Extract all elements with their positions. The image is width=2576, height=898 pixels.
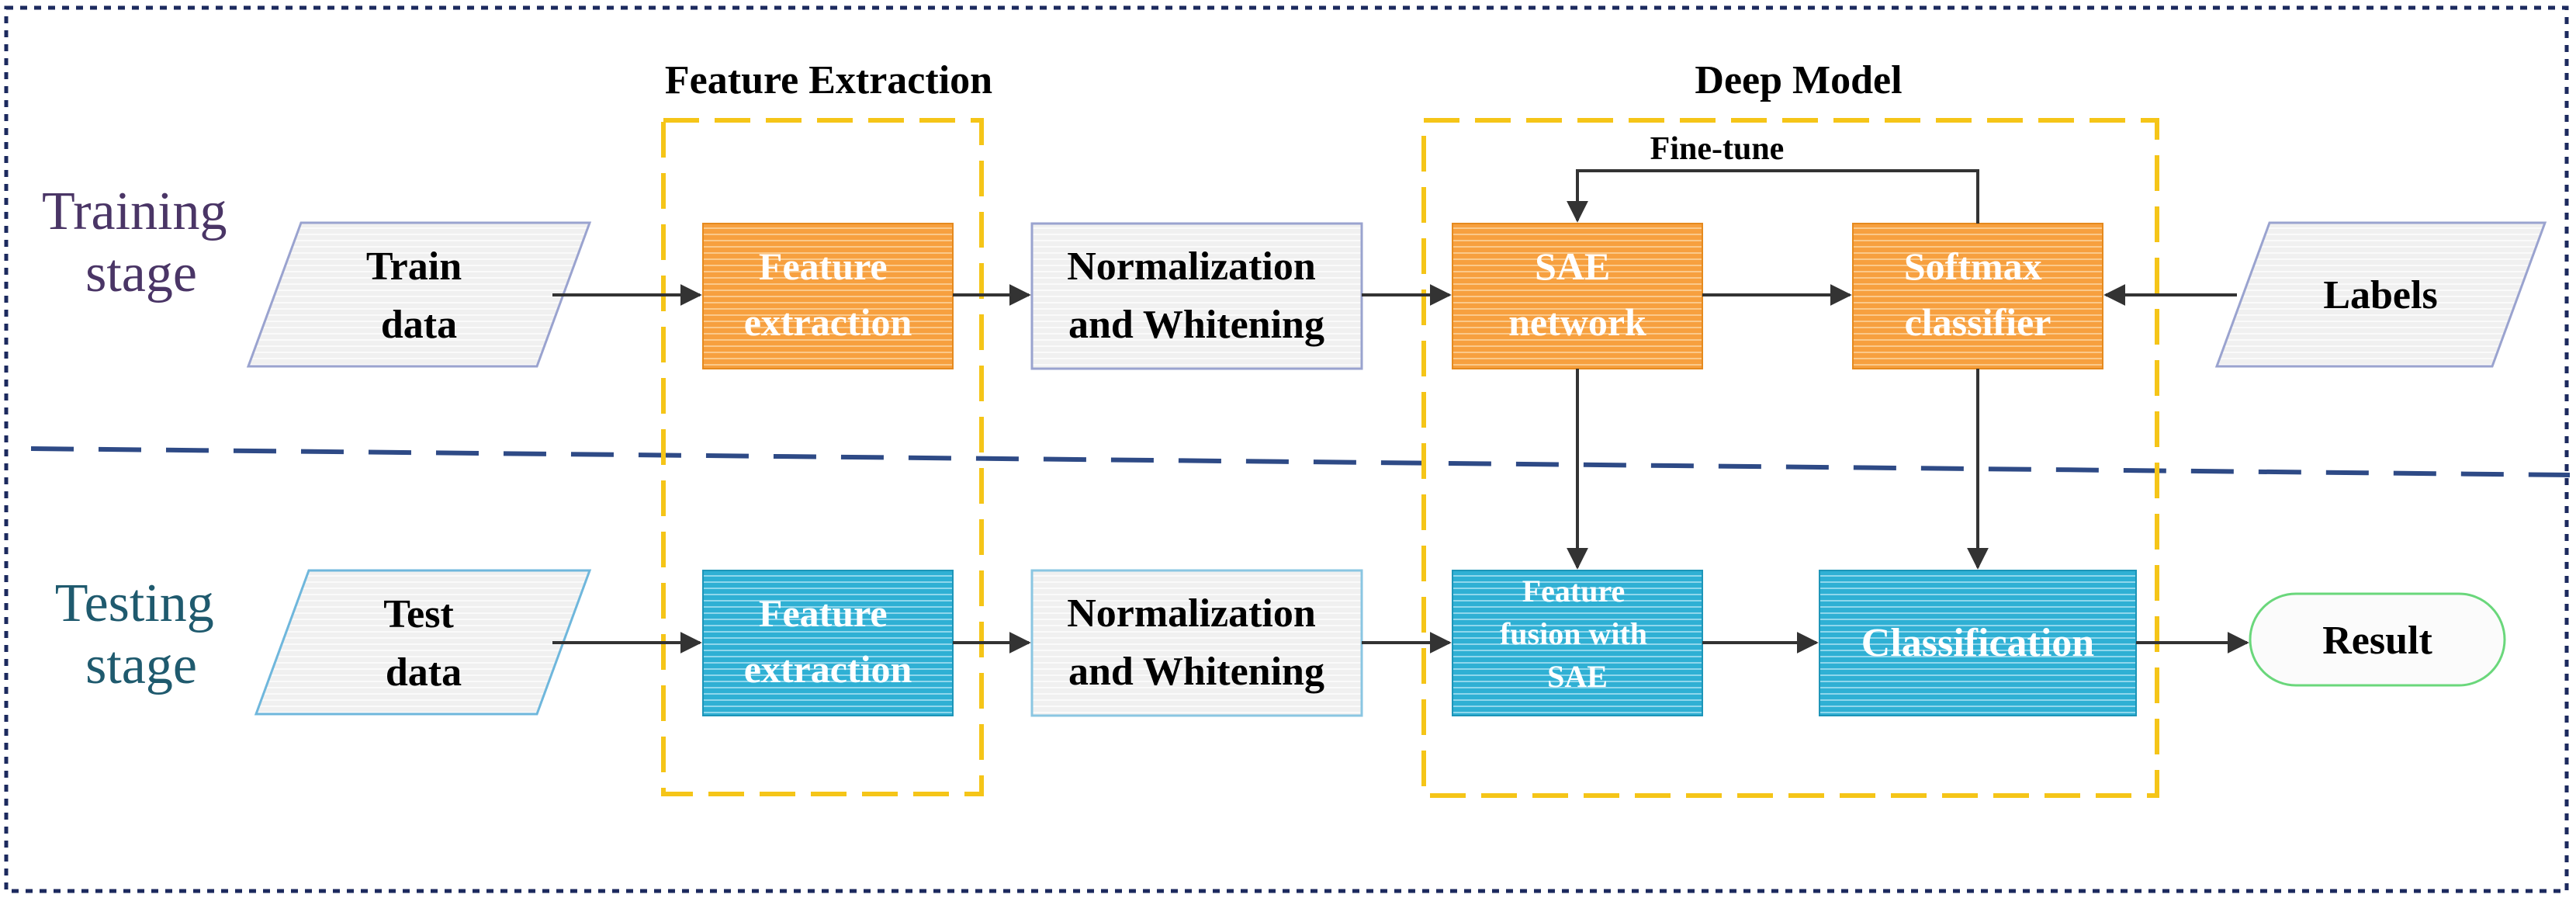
testing-stage-label: Testing stage (55, 574, 228, 695)
test-data-label: Test data (383, 592, 464, 695)
normalization-train-label: Normalization and Whitening (1067, 244, 1326, 347)
outer-frame (4, 5, 2569, 893)
feature-extraction-test-node (702, 570, 954, 716)
training-stage-label: Training stage (42, 182, 241, 303)
deep-model-title: Deep Model (1695, 58, 1902, 102)
labels-node (2214, 221, 2547, 368)
classification-label: Classification (1861, 621, 2095, 665)
softmax-classifier-node (1852, 223, 2103, 369)
feature-extraction-train-label: Feature extraction (744, 244, 912, 344)
stage-divider (30, 446, 2571, 477)
sae-network-label: SAE network (1508, 244, 1646, 344)
sae-network-node (1452, 223, 1703, 369)
arrow-fine-tune (1567, 169, 1979, 224)
normalization-test-label: Normalization and Whitening (1067, 591, 1326, 694)
feature-extraction-title: Feature Extraction (665, 58, 992, 102)
train-data-label: Train data (366, 244, 472, 347)
feature-extraction-test-label: Feature extraction (744, 591, 912, 691)
test-data-node (254, 569, 592, 716)
fine-tune-label: Fine-tune (1650, 131, 1785, 167)
labels-label: Labels (2323, 273, 2437, 317)
feature-fusion-label: Feature fusion with SAE (1500, 574, 1655, 694)
feature-extraction-train-node (702, 223, 954, 369)
result-label: Result (2322, 619, 2432, 663)
deep-model-group (1421, 118, 2159, 798)
classification-node (1819, 570, 2137, 716)
feature-extraction-group (661, 118, 984, 796)
result-node (2249, 592, 2506, 687)
softmax-classifier-label: Softmax classifier (1904, 244, 2051, 344)
normalization-test-node (1030, 569, 1363, 717)
train-data-node (246, 221, 592, 368)
